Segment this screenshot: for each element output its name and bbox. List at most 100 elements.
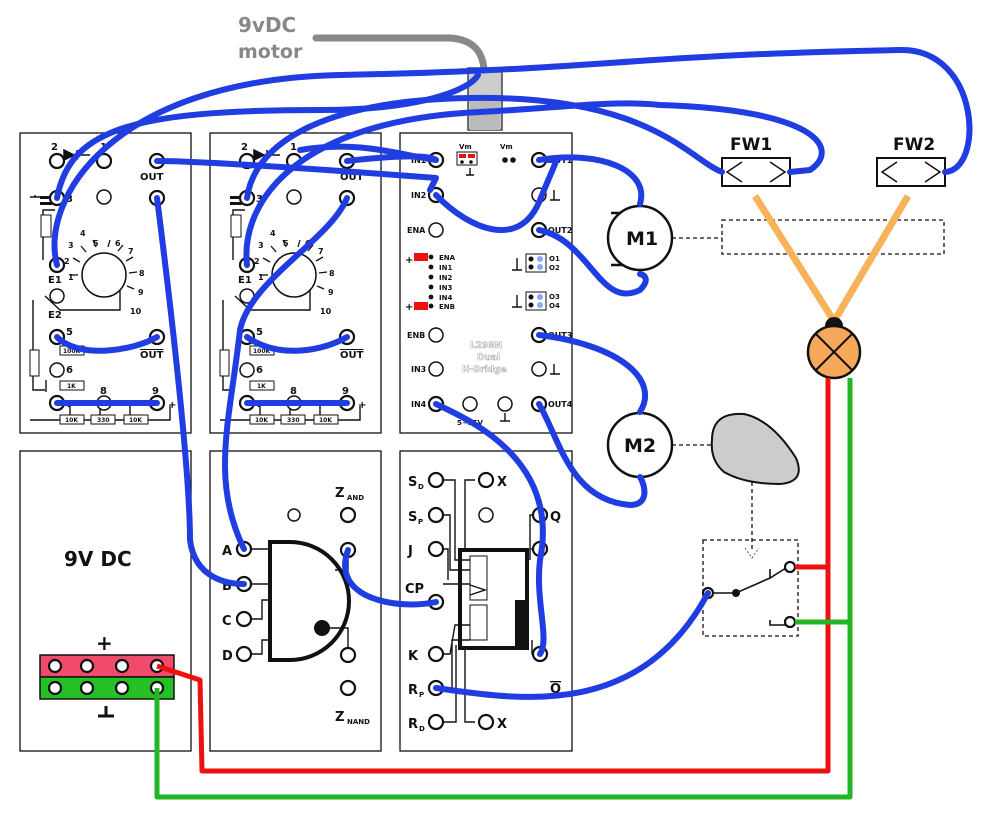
beam-fw1: [752, 194, 835, 320]
timer1-res-10k-a: 10K: [65, 417, 78, 424]
driver-chip-hbridge: H-Bridge: [462, 365, 507, 375]
fw2-label: FW2: [893, 135, 935, 155]
gate-input-a: A: [222, 544, 232, 559]
gate-input-c: C: [222, 614, 232, 629]
driver-ena: ENA: [407, 226, 426, 235]
ff-label-rp: R: [408, 683, 418, 698]
ff-x-top: X: [497, 475, 507, 490]
driver-module: [399, 132, 573, 434]
timer1-res-100k: 100K: [63, 348, 81, 355]
timer2-pin-8: 8: [290, 386, 297, 397]
timer1-dial-5: 5: [93, 239, 99, 248]
timer1-pin-6: 6: [66, 365, 73, 376]
timer1-dial-10: 10: [130, 307, 142, 316]
red-wire: [156, 378, 831, 774]
timer1-plus: +: [168, 400, 176, 411]
timer1-res-330: 330: [97, 417, 110, 424]
blue-wires: [51, 46, 973, 700]
timer1-dial-7: 7: [128, 247, 134, 256]
ff-q-bar: Q: [550, 682, 561, 697]
motor-m2: M2: [606, 411, 674, 479]
timer1-dial-6: 6: [115, 239, 121, 248]
lamp: [806, 317, 862, 380]
timer2-dial-5: 5: [283, 239, 289, 248]
timer2-pin-2: 2: [241, 142, 248, 153]
jumper-in1: IN1: [439, 264, 452, 272]
ff-label-sp: S: [408, 510, 417, 525]
timer2-dial-9: 9: [328, 288, 334, 297]
timer1-res-1k: 1K: [67, 383, 76, 390]
driver-plus-bottom: +: [405, 302, 413, 313]
timer2-out-bar: OUT: [340, 350, 364, 361]
cam-switch: [702, 539, 799, 637]
fw1-sensor: FW1: [721, 135, 791, 187]
m2-label: M2: [624, 435, 656, 457]
gate-input-b: B: [222, 579, 232, 594]
timer1-pin-5: 5: [66, 327, 73, 338]
driver-o3: O3: [549, 293, 560, 301]
ff-sub-rd: D: [419, 725, 425, 733]
driver-vm-2: Vm: [500, 143, 513, 151]
jumper-ena: ENA: [439, 254, 456, 262]
driver-in3: IN3: [411, 365, 426, 374]
timer-1-group: 2 1 3 E1 E2 5 6 7 8 9 OUT OUT + 1 2 3 4 …: [29, 142, 176, 425]
motor-cable: [312, 34, 488, 74]
timer2-dial-1: 1: [258, 273, 264, 282]
timer1-dial-8: 8: [139, 269, 145, 278]
timer2-dial-2: 2: [254, 257, 260, 266]
motor-label-voltage: 9vDC: [238, 13, 296, 37]
driver-out2: OUT2: [548, 226, 572, 235]
timer1-pin-e1: E1: [48, 275, 62, 286]
ff-sub-sd: D: [418, 483, 424, 491]
cam-shape: [710, 412, 800, 486]
flipflop-group: S D S P J CP K R P R D X X Q Q: [405, 471, 561, 733]
gate-z-nand: Z: [335, 710, 344, 725]
timer1-out-bar: OUT: [140, 350, 164, 361]
timer2-res-330: 330: [287, 417, 300, 424]
timer1-pin-e2: E2: [48, 310, 62, 321]
timer1-out: OUT: [140, 172, 164, 183]
timer2-plus: +: [358, 400, 366, 411]
m1-label: M1: [626, 228, 658, 250]
gate-z-and-sub: AND: [347, 494, 364, 502]
timer2-dial-8: 8: [329, 269, 335, 278]
power-label: 9V DC: [64, 547, 132, 571]
ff-label-j: J: [407, 544, 413, 559]
beam-fw2: [832, 194, 912, 320]
driver-plus-top: +: [405, 255, 413, 266]
ff-label-rd: R: [408, 717, 418, 732]
timer2-res-10k-b: 10K: [319, 417, 332, 424]
power-group: 9V DC +: [39, 547, 175, 718]
timer2-res-100k: 100K: [253, 348, 271, 355]
timer-2-group: 2 1 3 E1 5 6 7 8 9 OUT OUT + 1 2 3 4 5 6…: [219, 142, 366, 425]
timer2-res-1k: 1K: [257, 383, 266, 390]
jumper-enb: ENB: [439, 303, 455, 311]
green-wire: [154, 378, 853, 800]
timer1-dial-4: 4: [80, 229, 86, 238]
timer2-res-10k-a: 10K: [255, 417, 268, 424]
driver-o4: O4: [549, 302, 560, 310]
driver-chip-name: L298N: [470, 341, 502, 351]
gate-z-and: Z: [335, 486, 344, 501]
timer1-pin-3: 3: [66, 194, 73, 205]
timer1-pin-8: 8: [100, 386, 107, 397]
driver-o1: O1: [549, 255, 560, 263]
ff-sub-sp: P: [418, 518, 423, 526]
timer1-pin-9: 9: [152, 386, 159, 397]
timer1-dial-2: 2: [64, 257, 70, 266]
timer1-dial-1: 1: [68, 273, 74, 282]
timer2-pin-1: 1: [290, 142, 297, 153]
sliding-shutter: [721, 219, 945, 255]
ff-sub-rp: P: [419, 691, 424, 699]
power-module: [19, 450, 192, 752]
driver-in2: IN2: [411, 191, 426, 200]
driver-in4: IN4: [411, 400, 427, 409]
timer2-dial-4: 4: [270, 229, 276, 238]
driver-out4: OUT4: [548, 400, 573, 409]
driver-o2: O2: [549, 264, 560, 272]
ff-label-sd: S: [408, 475, 417, 490]
ff-label-cp: CP: [405, 582, 424, 597]
ff-label-k: K: [408, 649, 419, 664]
jumper-in2: IN2: [439, 274, 452, 282]
